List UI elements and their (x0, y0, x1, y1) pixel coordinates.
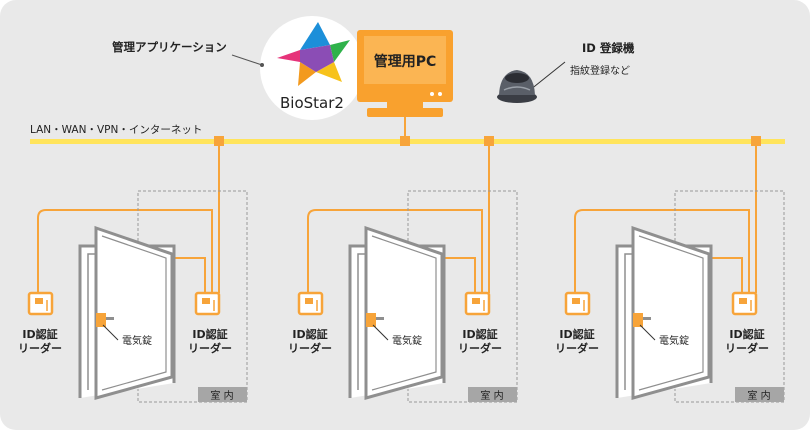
enroll-title: ID 登録機 (582, 41, 635, 55)
electric-lock-icon (633, 313, 643, 327)
reader-inside-label-2: リーダー (725, 341, 769, 355)
room-label-bg (468, 387, 517, 402)
pc-base (367, 108, 443, 117)
software-pointer (231, 54, 263, 66)
management-software: BioStar2 管理アプリケーション (112, 16, 364, 120)
reader-inside-icon (194, 291, 221, 316)
door-unit: 室 内 電気錠 ID認証 リーダー ID認証 リーダー (288, 136, 518, 403)
network-node (214, 136, 224, 146)
enroll-device: ID 登録機 指紋登録など (497, 41, 635, 103)
reader-outside-label-1: ID認証 (292, 327, 327, 341)
reader-outside-label-1: ID認証 (559, 327, 594, 341)
reader-outside-label-2: リーダー (18, 341, 62, 355)
reader-outside-label-1: ID認証 (22, 327, 57, 341)
room-label-bg (735, 387, 784, 402)
electric-lock-icon (96, 313, 106, 327)
network-node (400, 136, 410, 146)
room-label: 室 内 (747, 389, 770, 402)
door-leaf (94, 225, 174, 400)
network-node (751, 136, 761, 146)
electric-lock-icon (366, 313, 376, 327)
door-unit: 室 内 電気錠 ID認証 リーダー ID認証 リーダー (18, 136, 248, 403)
reader-inside-label-1: ID認証 (462, 327, 497, 341)
enroll-subtitle: 指紋登録など (570, 64, 630, 77)
reader-inside-label-1: ID認証 (192, 327, 227, 341)
fingerprint-scanner-icon (497, 70, 537, 103)
reader-outside-label-2: リーダー (555, 341, 599, 355)
reader-outside-icon (27, 291, 54, 316)
biostar-logo-text: BioStar2 (280, 94, 344, 112)
pc-stand (387, 102, 423, 108)
network-node (484, 136, 494, 146)
door-leaf (631, 225, 711, 400)
lock-label: 電気錠 (659, 334, 689, 347)
reader-outside-icon (564, 291, 591, 316)
reader-inside-icon (464, 291, 491, 316)
management-pc: 管理用PC (357, 30, 453, 117)
room-label: 室 内 (480, 389, 503, 402)
lock-label: 電気錠 (122, 334, 152, 347)
reader-outside-icon (297, 291, 324, 316)
pc-label: 管理用PC (374, 53, 437, 70)
software-label: 管理アプリケーション (112, 40, 227, 54)
reader-outside-label-2: リーダー (288, 341, 332, 355)
pc-screen (364, 36, 446, 84)
reader-inside-label-1: ID認証 (729, 327, 764, 341)
door-unit: 室 内 電気錠 ID認証 リーダー ID認証 リーダー (555, 136, 785, 403)
reader-inside-label-2: リーダー (458, 341, 502, 355)
room-label-bg (198, 387, 247, 402)
reader-inside-icon (731, 291, 758, 316)
lock-label: 電気錠 (392, 334, 422, 347)
biostar-logo-icon (277, 22, 350, 86)
reader-inside-label-2: リーダー (188, 341, 232, 355)
room-label: 室 内 (210, 389, 233, 402)
door-leaf (364, 225, 444, 400)
network-label: LAN・WAN・VPN・インターネット (30, 124, 202, 136)
